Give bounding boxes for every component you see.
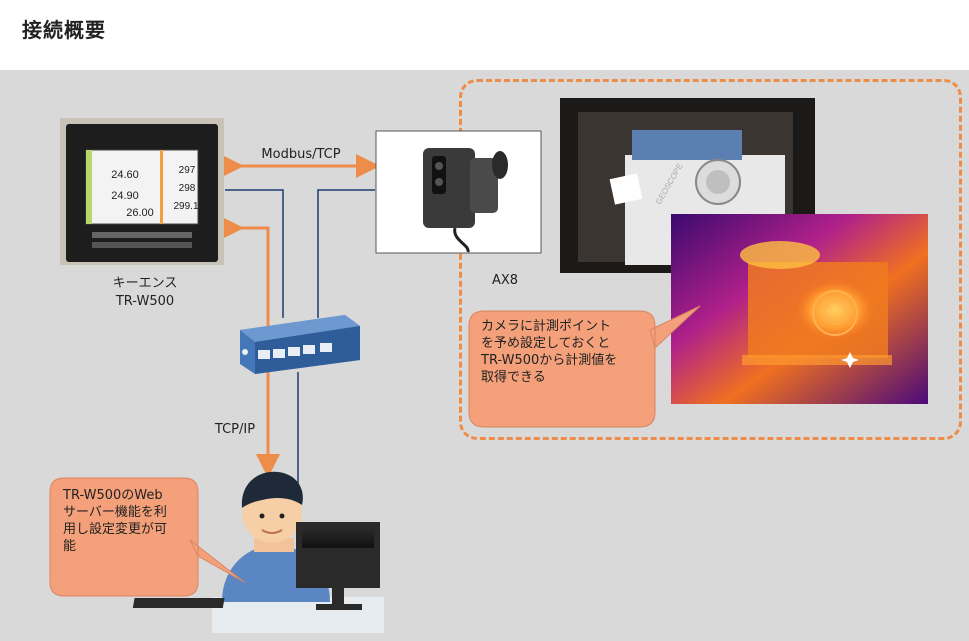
recorder-value-1: 24.60 — [111, 169, 139, 181]
camera-label: AX8 — [491, 273, 519, 288]
recorder-value-4: 297 — [179, 165, 196, 176]
camera-callout-line-3: TR-W500から計測値を — [481, 353, 618, 368]
camera-callout-bubble — [468, 305, 701, 428]
recorder-value-6: 299.1 — [173, 201, 198, 212]
network-cables — [225, 189, 375, 485]
recorder-device-image: 24.60 24.90 26.00 297 298 299.1 — [60, 118, 224, 265]
web-callout-line-2: サーバー機能を利 — [63, 505, 167, 520]
cable-recorder-switch — [225, 189, 284, 318]
camera-group-boundary — [459, 79, 962, 440]
camera-callout-line-2: を予め設定しておくと — [481, 336, 611, 351]
ax8-camera-image — [375, 130, 542, 254]
recorder-value-5: 298 — [179, 183, 196, 194]
web-callout-line-4: 能 — [63, 539, 77, 554]
recorder-label-line1: キーエンス — [112, 276, 178, 291]
recorder-value-3: 26.00 — [126, 207, 154, 219]
camera-callout-line-1: カメラに計測ポイント — [481, 319, 612, 334]
modbus-label: Modbus/TCP — [261, 147, 341, 162]
cable-camera-switch — [317, 189, 375, 318]
tcpip-label: TCP/IP — [214, 422, 256, 437]
page-title: 接続概要 — [22, 18, 106, 42]
camera-callout-line-4: 取得できる — [481, 370, 546, 385]
web-callout-bubble — [49, 477, 245, 597]
tcpip-arrow — [220, 216, 280, 478]
thermal-image — [671, 214, 928, 404]
operator-at-pc-image — [132, 471, 384, 633]
web-callout-line-1: TR-W500のWeb — [63, 488, 163, 503]
connection-arrows — [220, 154, 380, 478]
network-switch-image — [240, 315, 360, 374]
web-callout-text: TR-W500のWeb サーバー機能を利 用し設定変更が可 能 — [63, 487, 195, 555]
recorder-value-2: 24.90 — [111, 190, 139, 202]
camera-callout-text: カメラに計測ポイント を予め設定しておくと TR-W500から計測値を 取得でき… — [481, 318, 651, 386]
web-callout-line-3: 用し設定変更が可 — [63, 522, 168, 537]
recorder-label-line2: TR-W500 — [115, 294, 175, 309]
